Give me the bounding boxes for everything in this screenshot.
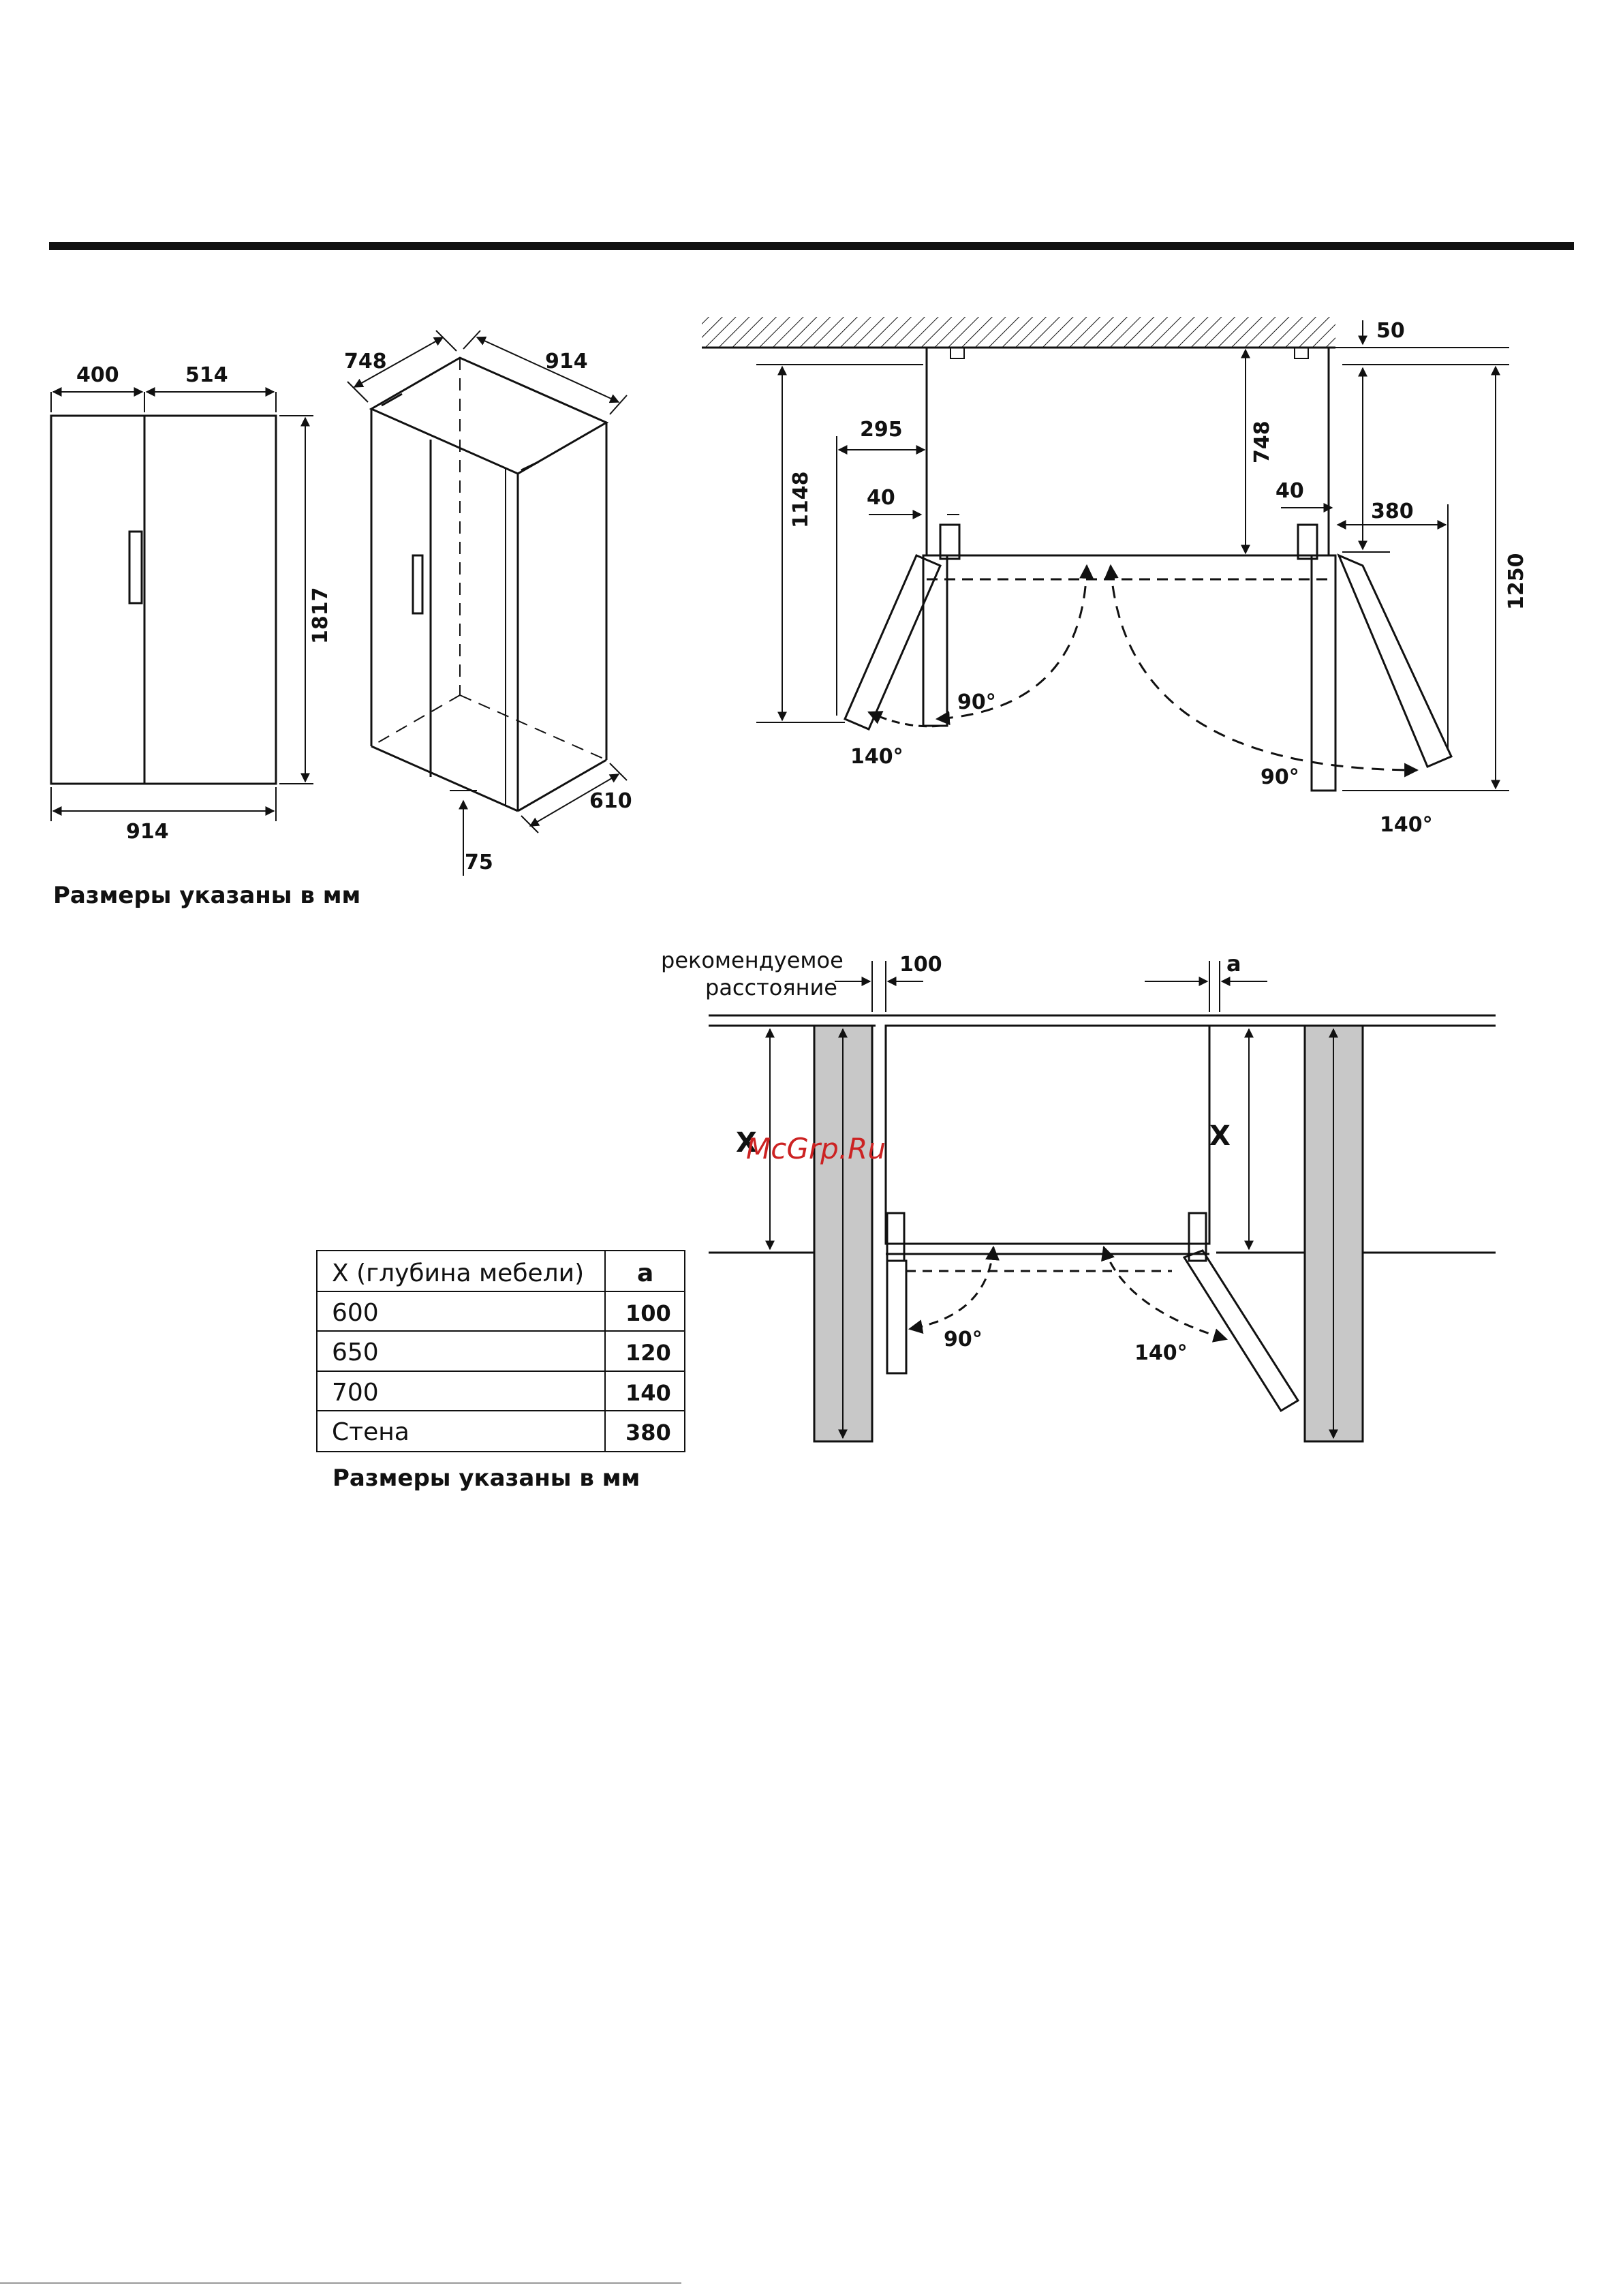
right-hinge-label: 40 (1276, 479, 1304, 503)
gap-label: 100 (899, 953, 942, 977)
installation-view (709, 961, 1496, 1441)
caption-top: Размеры указаны в мм (53, 882, 360, 909)
table-row-4-a: 380 (625, 1420, 671, 1445)
watermark: McGrp.Ru (746, 1132, 886, 1165)
iso-feet-label: 75 (465, 851, 493, 874)
x-right-label: X (1209, 1120, 1231, 1152)
door-swing-view (702, 317, 1509, 791)
front-width-right-label: 514 (185, 363, 228, 387)
right-reach-label: 380 (1371, 500, 1414, 523)
recommended-line2: расстояние (705, 975, 837, 1000)
angle-140-left-label: 140° (850, 745, 903, 769)
recommended-line1: рекомендуемое (661, 947, 844, 973)
table-row-3-a: 140 (625, 1380, 671, 1406)
install-angle-140-label: 140° (1134, 1341, 1188, 1365)
table-header-a: a (637, 1259, 653, 1287)
caption-bottom: Размеры указаны в мм (333, 1465, 640, 1492)
table-header-x: X (глубина мебели) (332, 1259, 584, 1287)
table-row-2-x: 650 (332, 1338, 379, 1366)
left-reach-label: 295 (860, 418, 903, 442)
angle-90-right-label: 90° (1261, 765, 1299, 789)
angle-90-left-label: 90° (957, 690, 996, 714)
top-clearance-label: 50 (1376, 319, 1405, 343)
header-rule (49, 242, 1574, 250)
left-hinge-label: 40 (867, 486, 895, 510)
table-row-1-a: 100 (625, 1300, 671, 1326)
iso-depth-label: 748 (344, 350, 387, 373)
side-gap-label: a (1226, 951, 1241, 977)
table-row-1-x: 600 (332, 1299, 379, 1327)
iso-width-label: 914 (545, 350, 588, 373)
iso-bottom-depth-label: 610 (589, 789, 632, 813)
iso-view (347, 331, 627, 876)
table-row-3-x: 700 (332, 1379, 379, 1407)
install-angle-90-label: 90° (944, 1328, 983, 1351)
front-view (51, 392, 313, 821)
angle-140-right-label: 140° (1380, 813, 1433, 837)
depth-right-label: 1250 (1504, 553, 1528, 611)
front-height-label: 1817 (309, 587, 333, 645)
front-width-left-label: 400 (76, 363, 119, 387)
table-row-2-a: 120 (625, 1340, 671, 1366)
body-depth-label: 748 (1250, 420, 1274, 463)
table-row-4-x: Стена (332, 1418, 409, 1446)
front-width-label: 914 (126, 820, 169, 844)
depth-left-label: 1148 (789, 472, 813, 529)
